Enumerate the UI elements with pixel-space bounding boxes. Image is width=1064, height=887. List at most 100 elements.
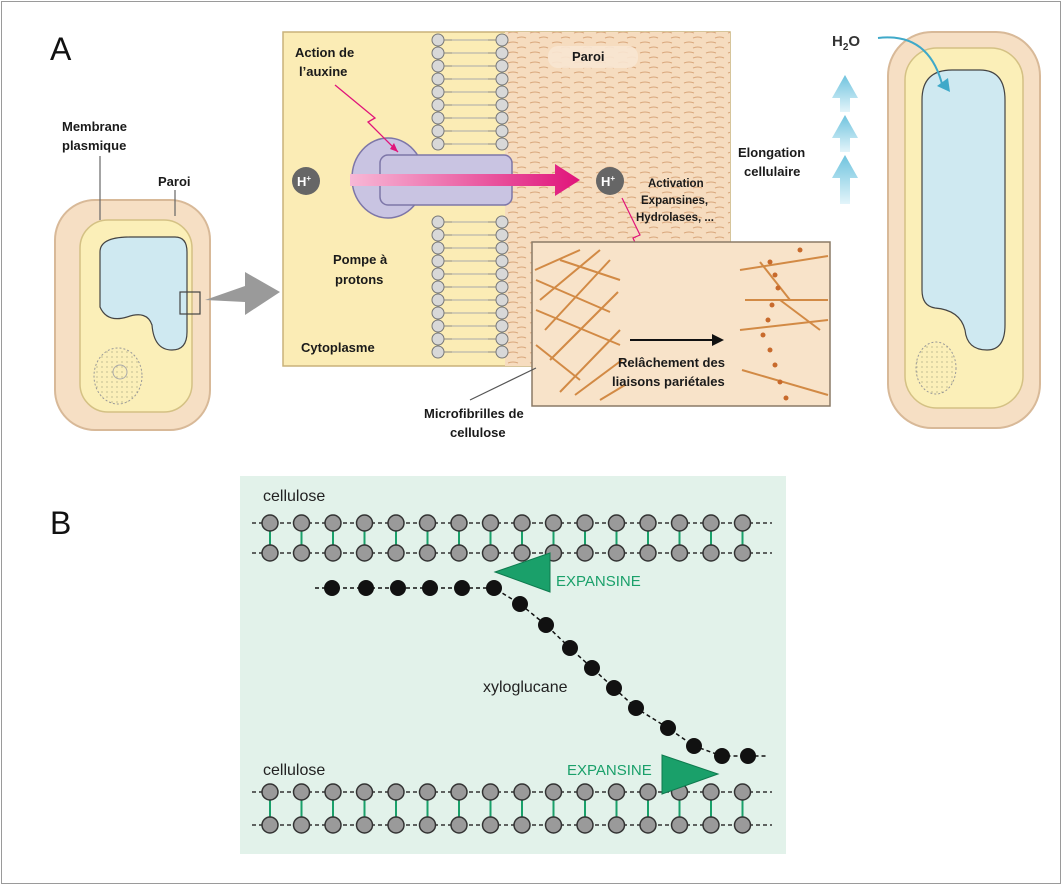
xyloglucan-unit (454, 580, 470, 596)
expansin-bottom-label: EXPANSINE (567, 762, 652, 779)
cellulose-unit (670, 544, 689, 562)
water-label: H2O (832, 33, 860, 53)
release-label: Relâchement des (618, 355, 725, 370)
lipid-head (495, 59, 509, 73)
xyloglucan-unit (358, 580, 374, 596)
cellulose-unit (355, 816, 374, 834)
cellulose-unit (292, 783, 311, 801)
wall-label-zoom: Paroi (572, 49, 605, 64)
cellulose-unit (481, 783, 500, 801)
membrane-label: Membrane (62, 119, 127, 134)
cellulose-unit (355, 783, 374, 801)
cellulose-unit (702, 544, 720, 562)
lipid-head (495, 319, 509, 333)
cellulose-unit (733, 783, 752, 801)
lipid-head (431, 319, 445, 333)
cellulose-unit (418, 544, 437, 562)
cellulose-unit (418, 816, 437, 834)
cellulose-unit (576, 816, 594, 834)
zoom-arrow-icon (205, 272, 280, 315)
lipid-head (495, 280, 509, 294)
cellulose-unit (324, 816, 342, 834)
cellulose-unit (292, 816, 311, 834)
lipid-head (431, 293, 445, 307)
cellulose-unit (607, 544, 626, 562)
vacuole-enlarged (921, 69, 1006, 351)
lipid-head (431, 46, 445, 60)
cellulose-top-label: cellulose (263, 488, 325, 505)
cellulose-unit (607, 514, 626, 532)
lipid-head (495, 332, 509, 346)
panel-a-letter: A (50, 31, 72, 67)
lipid-head (431, 33, 445, 47)
cellulose-unit (733, 514, 752, 532)
auxin-label-2: l’auxine (299, 64, 347, 79)
cellulose-unit (261, 544, 279, 562)
cellulose-unit (481, 514, 500, 532)
cellulose-unit (418, 783, 437, 801)
cellulose-unit (450, 544, 468, 562)
xyloglucan-unit (486, 580, 502, 596)
lipid-head (495, 124, 509, 138)
xyloglucan-unit (324, 580, 340, 596)
expansin-top-icon (493, 552, 551, 593)
zoom-box (179, 291, 201, 315)
cellulose-unit (576, 544, 594, 562)
xyloglucan-label: xyloglucane (483, 679, 568, 696)
cellulose-unit (639, 544, 657, 562)
lipid-bilayer (431, 33, 509, 359)
cellulose-unit (639, 514, 657, 532)
microfibril-label-2: cellulose (450, 425, 506, 440)
xyloglucan-unit (740, 748, 756, 764)
lipid-head (495, 72, 509, 86)
cellulose-unit (576, 783, 594, 801)
activation-label-2: Expansines, (641, 195, 708, 207)
lipid-head (495, 306, 509, 320)
lipid-head (495, 228, 509, 242)
auxin-signal-icon (334, 84, 399, 153)
lipid-head (431, 111, 445, 125)
polysaccharide-chains (252, 514, 772, 834)
membrane-label-2: plasmique (62, 138, 126, 153)
lipid-head (495, 85, 509, 99)
proton-right-icon (596, 167, 624, 195)
lipid-head (431, 98, 445, 112)
cellulose-unit (387, 816, 405, 834)
cellulose-unit (513, 514, 531, 532)
lipid-head (431, 124, 445, 138)
lipid-head (495, 293, 509, 307)
cellulose-unit (481, 816, 500, 834)
pump-label-2: protons (335, 272, 383, 287)
cellulose-unit (450, 514, 468, 532)
lipid-head (495, 345, 509, 359)
cellulose-unit (513, 816, 531, 834)
lipid-head (431, 59, 445, 73)
cellulose-unit (261, 514, 279, 532)
svg-text:H+: H+ (601, 174, 615, 189)
lipid-head (431, 332, 445, 346)
xyloglucan-unit (606, 680, 622, 696)
proton-flux-arrow-icon (350, 164, 580, 196)
cellulose-unit (450, 783, 468, 801)
lipid-head (431, 254, 445, 268)
lipid-head (495, 267, 509, 281)
cellulose-unit (670, 816, 689, 834)
cytoplasm-label: Cytoplasme (301, 340, 375, 355)
cellulose-unit (387, 783, 405, 801)
cellulose-unit (261, 816, 279, 834)
panel-b-letter: B (50, 505, 71, 541)
vacuole (99, 236, 188, 351)
expansin-top: EXPANSINE (493, 552, 641, 593)
cellulose-unit (733, 816, 752, 834)
cellulose-unit (355, 514, 374, 532)
cellulose-unit (292, 544, 311, 562)
nucleus (93, 347, 143, 405)
activation-label-3: Hydrolases, ... (636, 212, 714, 224)
xyloglucan-unit (512, 596, 528, 612)
cellulose-unit (607, 783, 626, 801)
water-entry-arrow-icon (877, 36, 944, 89)
xyloglucan-unit (562, 640, 578, 656)
cellulose-unit (702, 816, 720, 834)
